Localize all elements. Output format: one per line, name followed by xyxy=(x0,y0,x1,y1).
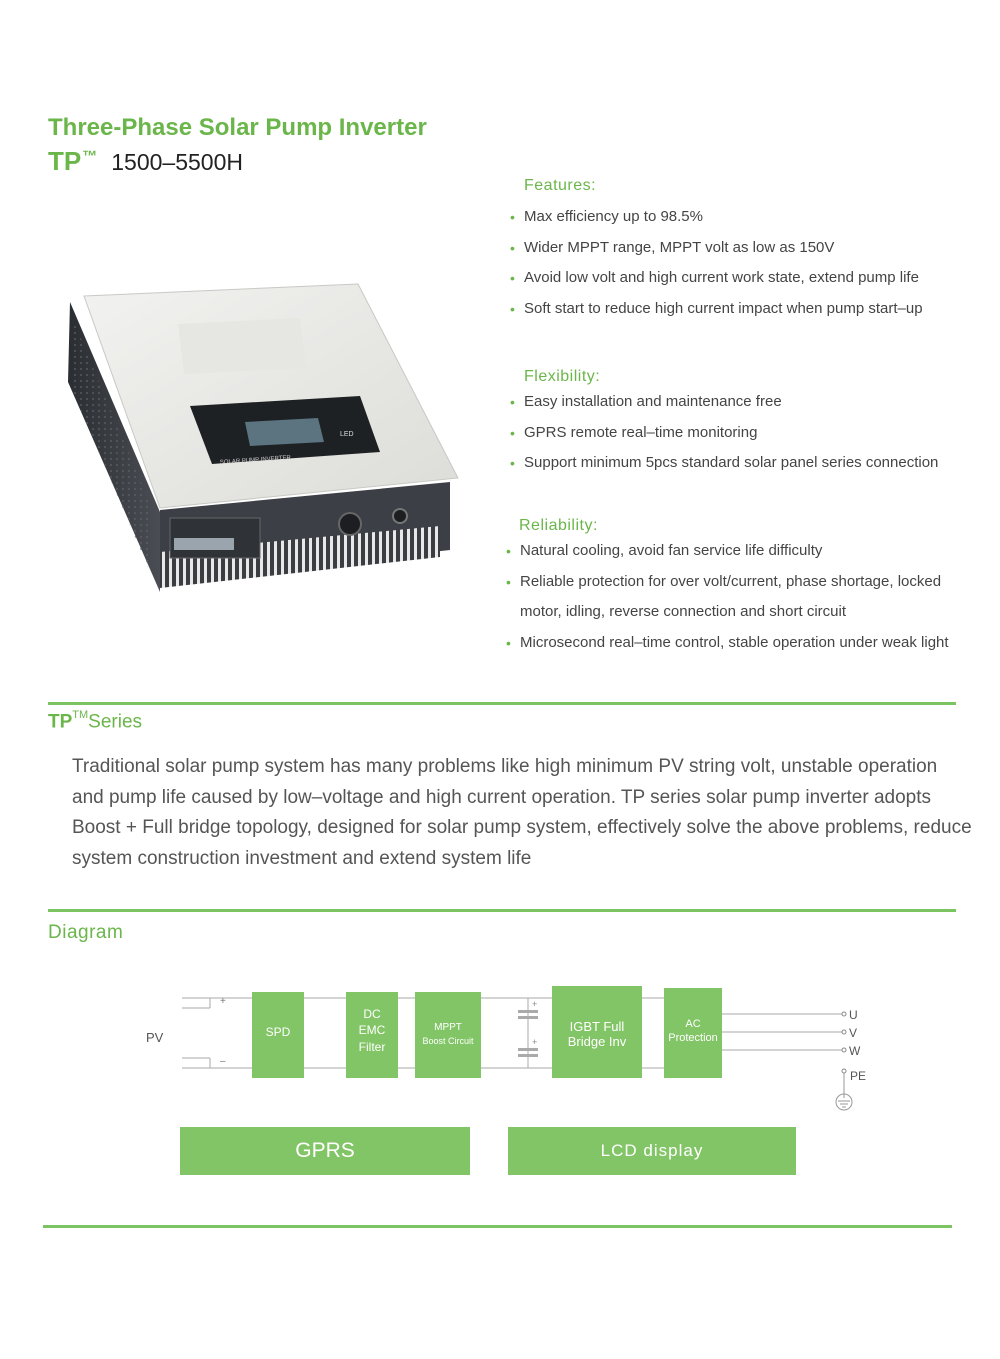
output-pe: PE xyxy=(850,1069,866,1083)
emc-filter-block xyxy=(346,992,398,1078)
list-item: •Natural cooling, avoid fan service life… xyxy=(506,542,823,559)
list-item: •Soft start to reduce high current impac… xyxy=(510,299,923,317)
spd-block xyxy=(252,992,304,1078)
list-item: •Easy installation and maintenance free xyxy=(510,393,782,410)
gprs-block: GPRS xyxy=(180,1127,470,1175)
output-v: V xyxy=(849,1026,857,1040)
led-label: LED xyxy=(340,431,354,438)
diagram-title: Diagram xyxy=(48,922,124,943)
svg-text:Protection: Protection xyxy=(668,1032,718,1044)
flexibility-heading: Flexibility: xyxy=(524,368,601,385)
features-heading: Features: xyxy=(524,177,597,194)
ground-icon xyxy=(835,1093,853,1111)
svg-text:DC: DC xyxy=(363,1007,381,1021)
igbt-block xyxy=(552,986,642,1078)
bullet-icon: • xyxy=(510,270,515,286)
svg-text:IGBT Full: IGBT Full xyxy=(570,1019,625,1034)
bullet-icon: • xyxy=(510,424,515,441)
svg-text:AC: AC xyxy=(685,1018,700,1030)
bullet-icon: • xyxy=(510,239,515,256)
list-item: motor, idling, reverse connection and sh… xyxy=(520,603,846,620)
bullet-icon: • xyxy=(510,455,515,471)
bullet-icon: • xyxy=(510,300,515,317)
output-u: U xyxy=(849,1008,858,1022)
flexibility-list: •Easy installation and maintenance free … xyxy=(510,392,938,484)
list-item: •GPRS remote real–time monitoring xyxy=(510,423,758,441)
mppt-block xyxy=(415,992,481,1078)
cap2-plus-sign: + xyxy=(532,1037,537,1047)
list-item: •Max efficiency up to 98.5% xyxy=(510,208,703,225)
block-diagram: + – PV + + SPD DC EMC Filter MPPT Boost … xyxy=(146,986,866,1111)
section-divider xyxy=(48,702,956,705)
panel-label: SOLAR PUMP INVERTER xyxy=(220,455,292,466)
ac-protection-block xyxy=(664,988,722,1078)
model-line: TP™ 1500–5500H xyxy=(48,146,243,177)
lcd-display-block: LCD display xyxy=(508,1127,796,1175)
bullet-icon: • xyxy=(510,394,515,410)
svg-text:Filter: Filter xyxy=(359,1040,386,1054)
bullet-icon: • xyxy=(506,634,511,651)
pv-label: PV xyxy=(146,1030,164,1045)
inverter-product-image: SOLAR PUMP INVERTER LED xyxy=(68,283,459,592)
list-item: •Support minimum 5pcs standard solar pan… xyxy=(510,454,939,471)
pv-plus-sign: + xyxy=(220,996,226,1007)
reliability-list: •Natural cooling, avoid fan service life… xyxy=(506,541,949,663)
bullet-icon: • xyxy=(510,209,515,225)
section-divider xyxy=(43,1225,952,1228)
output-w: W xyxy=(849,1044,861,1058)
list-item: •Microsecond real–time control, stable o… xyxy=(506,633,949,651)
cap1-plus-sign: + xyxy=(532,999,537,1009)
series-description: Traditional solar pump system has many p… xyxy=(72,756,972,869)
svg-text:MPPT: MPPT xyxy=(434,1022,462,1033)
series-title: TPTMSeries xyxy=(48,709,143,733)
bullet-icon: • xyxy=(506,543,511,559)
trademark-mark: ™ xyxy=(82,148,98,165)
spd-label: SPD xyxy=(266,1025,291,1039)
svg-text:Boost Circuit: Boost Circuit xyxy=(422,1036,474,1046)
model-prefix: TP xyxy=(48,146,82,176)
section-divider xyxy=(48,909,956,912)
list-item: •Reliable protection for over volt/curre… xyxy=(506,572,942,590)
bullet-icon: • xyxy=(506,573,511,590)
reliability-heading: Reliability: xyxy=(519,517,598,534)
page-title: Three-Phase Solar Pump Inverter xyxy=(48,114,427,141)
features-list: •Max efficiency up to 98.5% •Wider MPPT … xyxy=(510,207,923,329)
list-item: •Avoid low volt and high current work st… xyxy=(510,269,919,286)
model-range: 1500–5500H xyxy=(111,149,243,175)
svg-text:EMC: EMC xyxy=(359,1023,386,1037)
pv-minus-sign: – xyxy=(220,1056,226,1067)
svg-text:Bridge Inv: Bridge Inv xyxy=(568,1034,627,1049)
list-item: •Wider MPPT range, MPPT volt as low as 1… xyxy=(510,238,835,256)
